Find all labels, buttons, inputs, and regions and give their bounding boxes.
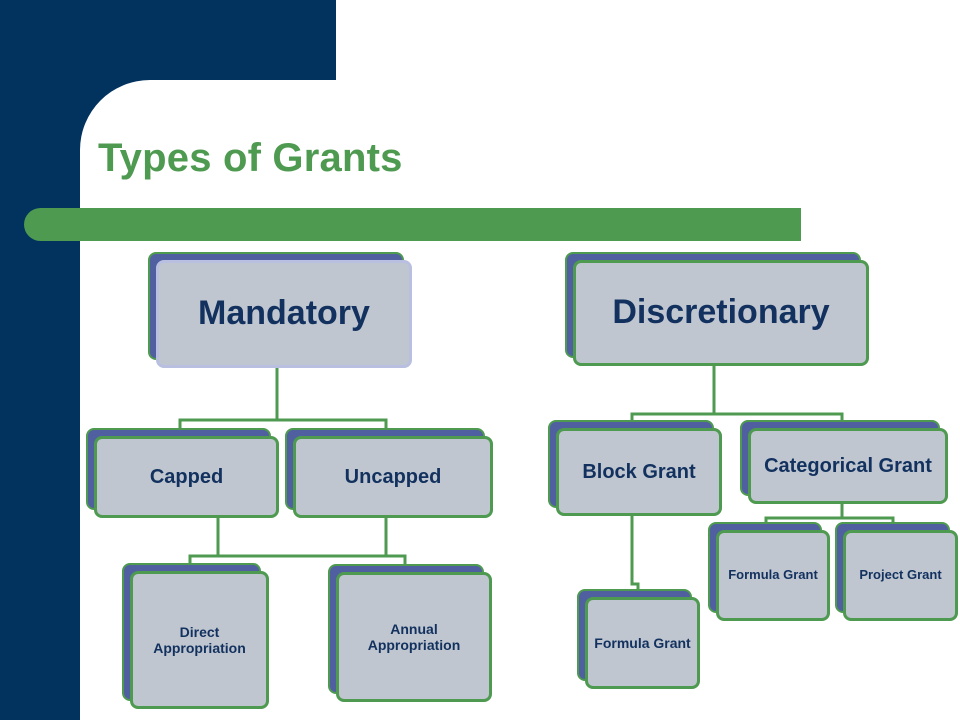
node-uncapped-label: Uncapped	[293, 436, 493, 518]
slide-title: Types of Grants	[98, 136, 403, 180]
connector-block-to-formula	[630, 516, 640, 594]
node-mandatory: Mandatory	[148, 252, 412, 368]
node-block-grant: Block Grant	[548, 420, 722, 516]
node-discretionary: Discretionary	[565, 252, 869, 366]
node-annual-appropriation-label: Annual Appropriation	[336, 572, 492, 702]
connector-mandatory-to-children	[178, 368, 279, 432]
node-categorical-grant: Categorical Grant	[740, 420, 948, 504]
node-block-formula-grant-label: Formula Grant	[585, 597, 700, 689]
node-discretionary-label: Discretionary	[573, 260, 869, 366]
node-capped: Capped	[86, 428, 279, 518]
node-project-grant-label: Project Grant	[843, 530, 958, 621]
node-block-grant-label: Block Grant	[556, 428, 722, 516]
node-block-formula-grant: Formula Grant	[577, 589, 700, 689]
node-annual-appropriation: Annual Appropriation	[328, 564, 492, 702]
node-categorical-formula-grant: Formula Grant	[708, 522, 830, 621]
node-project-grant: Project Grant	[835, 522, 958, 621]
node-direct-appropriation-label: Direct Appropriation	[130, 571, 269, 709]
connector-discretionary-to-children	[630, 366, 716, 424]
node-uncapped: Uncapped	[285, 428, 493, 518]
node-categorical-grant-label: Categorical Grant	[748, 428, 948, 504]
node-categorical-formula-grant-label: Formula Grant	[716, 530, 830, 621]
title-underline-bar	[24, 208, 801, 241]
connector-uncapped-to-annual	[384, 518, 407, 566]
connector-capped-to-direct	[188, 518, 220, 566]
node-capped-label: Capped	[94, 436, 279, 518]
node-mandatory-label: Mandatory	[156, 260, 412, 368]
node-direct-appropriation: Direct Appropriation	[122, 563, 269, 709]
